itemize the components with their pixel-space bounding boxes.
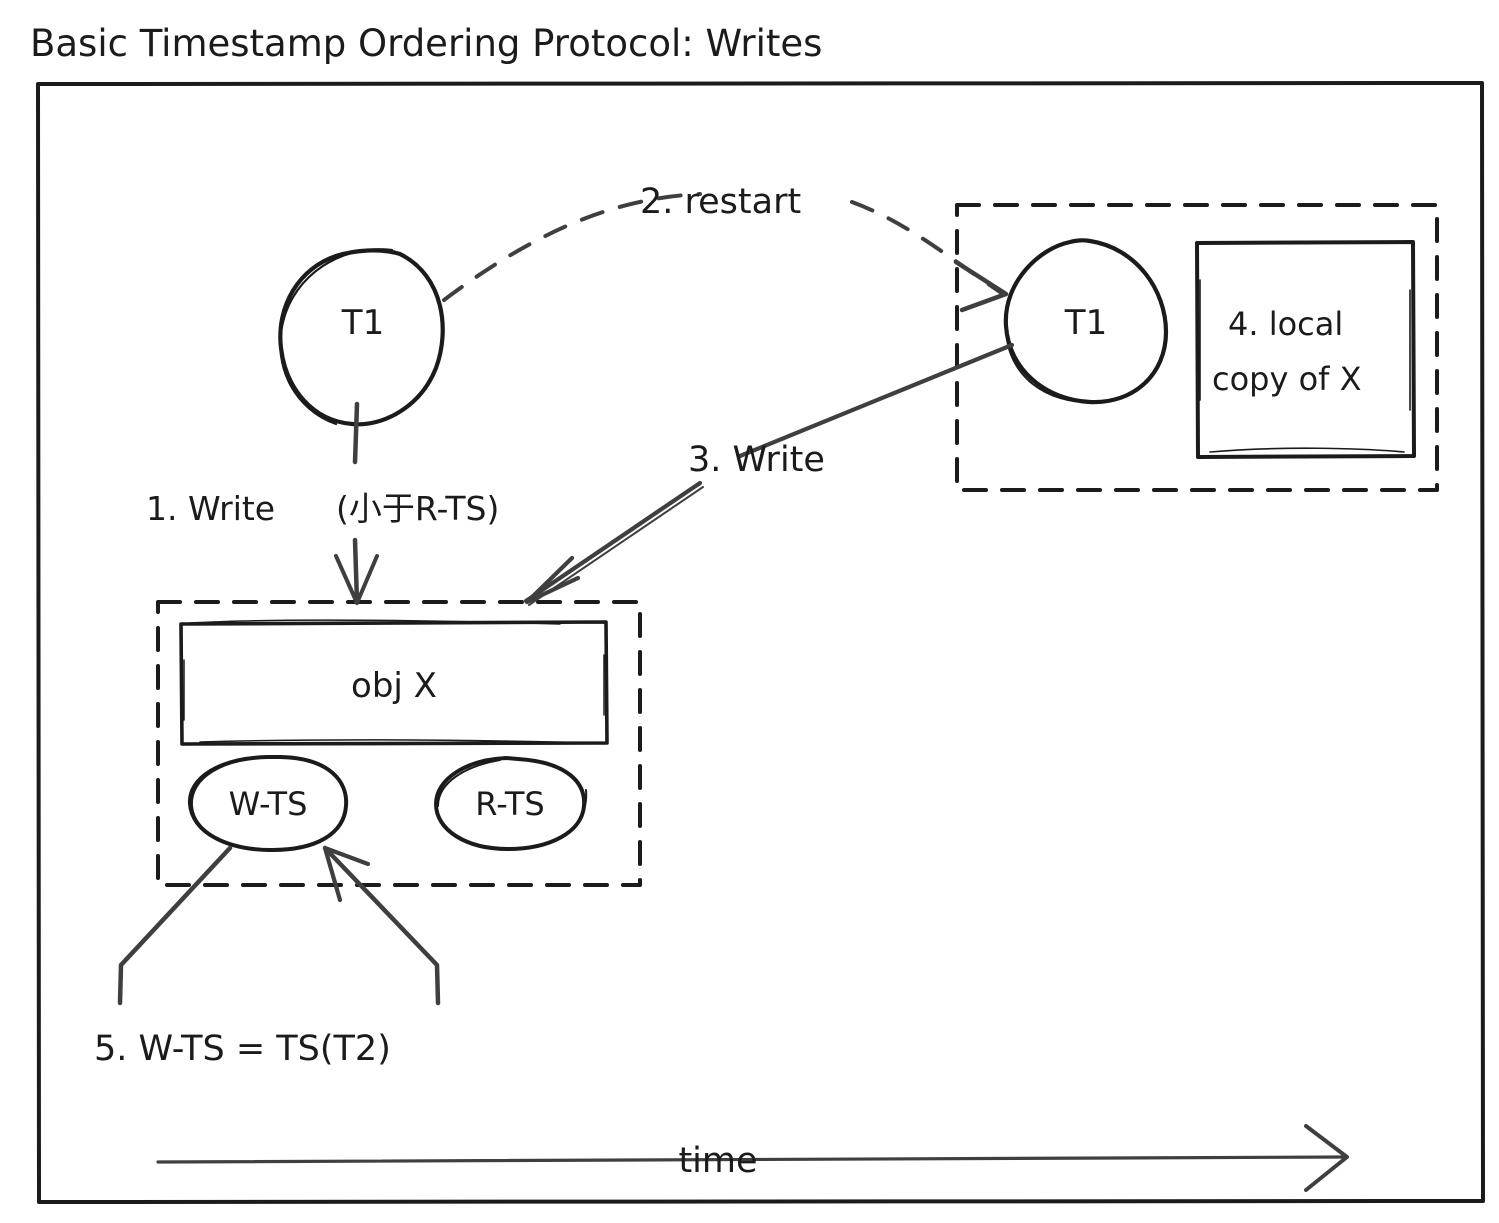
node-r-ts[interactable]: R-TS xyxy=(434,756,588,851)
node-local-copy-of-x[interactable]: 4. local copy of X xyxy=(1195,240,1416,459)
edge-write-3: 3. Write xyxy=(523,342,1015,606)
edge-write-1-label: 1. Write xyxy=(146,489,275,528)
edge-wts-5-line-right xyxy=(322,845,441,1006)
page-title: Basic Timestamp Ordering Protocol: Write… xyxy=(30,22,822,65)
local-copy-label-line2: copy of X xyxy=(1212,360,1362,398)
local-copy-box-outline xyxy=(1195,240,1416,459)
edge-wts-5-line-left xyxy=(117,845,233,1006)
r-ts-label: R-TS xyxy=(475,785,544,823)
time-axis-arrowhead xyxy=(1304,1124,1349,1192)
edge-restart-2-dash-left xyxy=(442,192,702,302)
obj-x-box-overdraw xyxy=(183,619,605,744)
edge-wts-5: 5. W-TS = TS(T2) xyxy=(94,845,441,1069)
edge-write-3-label: 3. Write xyxy=(688,440,825,480)
diagram-frame xyxy=(36,81,1485,1204)
obj-x-box-outline xyxy=(179,620,609,746)
w-ts-label: W-TS xyxy=(229,785,308,823)
node-t1-left[interactable]: T1 xyxy=(278,248,445,427)
edge-write-3-arrowhead xyxy=(524,555,581,605)
edge-write-3-line-a xyxy=(523,342,1015,604)
edge-write-1-condition-label: (小于R-TS) xyxy=(336,489,499,528)
edge-restart-2: 2. restart xyxy=(442,182,1009,313)
node-t1-right[interactable]: T1 xyxy=(1003,238,1169,405)
edge-restart-2-label: 2. restart xyxy=(640,182,801,222)
r-ts-ellipse-overdraw xyxy=(437,759,588,843)
t1-left-circle-outline xyxy=(278,248,445,427)
edge-write-1-line xyxy=(352,401,360,605)
local-copy-label-line1: 4. local xyxy=(1228,305,1343,343)
edge-restart-2-arrowhead xyxy=(953,259,1009,313)
edge-restart-2-dash-right xyxy=(850,200,1002,294)
t1-left-label: T1 xyxy=(341,303,384,343)
edge-wts-5-arrowhead xyxy=(322,845,371,903)
t1-right-label: T1 xyxy=(1064,303,1107,343)
edge-write-1-arrowhead xyxy=(334,554,379,605)
w-ts-ellipse-overdraw xyxy=(190,756,275,852)
node-w-ts[interactable]: W-TS xyxy=(187,755,349,852)
restarted-transaction-group xyxy=(955,203,1439,492)
t1-right-circle-overdraw xyxy=(1004,240,1167,404)
object-x-group xyxy=(156,600,642,887)
local-copy-box-overdraw xyxy=(1199,279,1411,453)
obj-x-label: obj X xyxy=(351,666,437,706)
r-ts-ellipse-outline xyxy=(434,756,587,851)
t1-left-circle-overdraw xyxy=(279,248,394,426)
time-axis: time xyxy=(156,1124,1349,1192)
time-axis-line xyxy=(156,1155,1346,1164)
edge-wts-5-label: 5. W-TS = TS(T2) xyxy=(94,1029,391,1069)
node-obj-x[interactable]: obj X xyxy=(179,619,609,746)
edge-write-1: 1. Write (小于R-TS) xyxy=(146,401,499,605)
time-axis-label: time xyxy=(678,1141,757,1181)
